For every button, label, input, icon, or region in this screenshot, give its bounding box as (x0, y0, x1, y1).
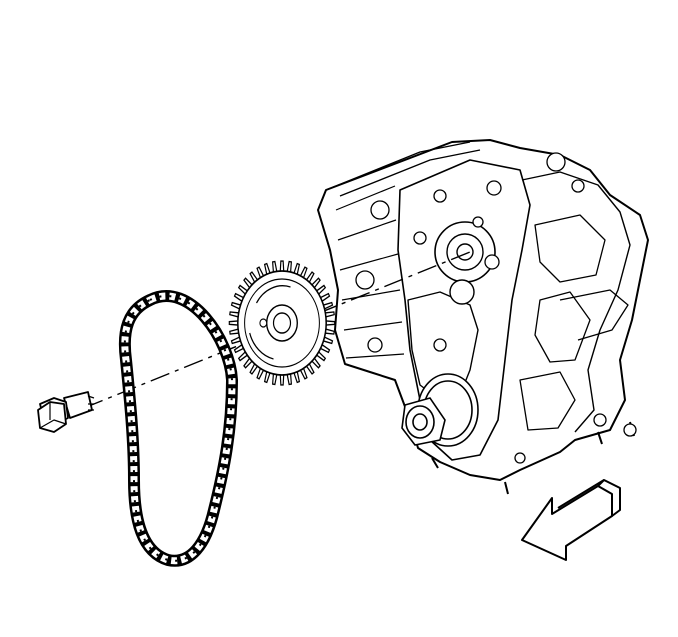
engine-block (317, 139, 649, 495)
sprocket-bolt (37, 391, 95, 433)
front-of-engine-arrow (521, 479, 621, 561)
crankshaft-sprocket (401, 373, 479, 447)
camshaft-sprocket (228, 260, 336, 386)
timing-chain (118, 290, 239, 567)
